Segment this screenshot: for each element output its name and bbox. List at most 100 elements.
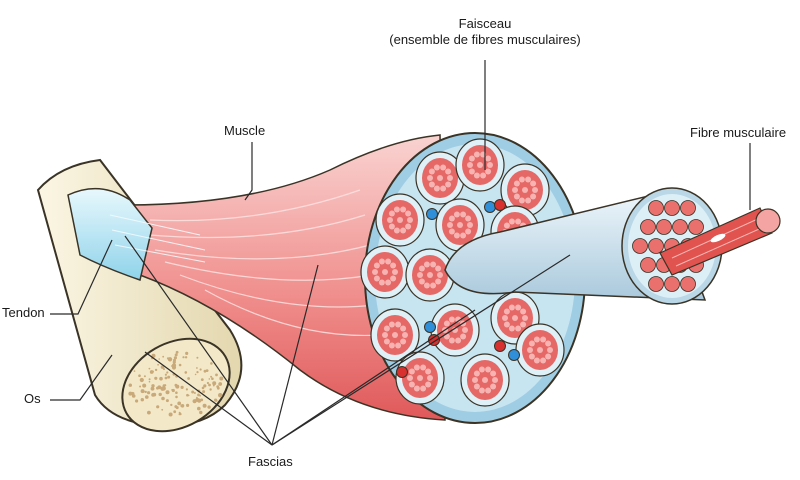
fascicle: [430, 303, 480, 357]
marrow-speck: [135, 399, 139, 403]
marrow-speck: [165, 399, 169, 403]
marrow-speck: [185, 351, 189, 355]
marrow-speck: [128, 391, 133, 396]
marrow-speck: [186, 403, 190, 407]
marrow-speck: [143, 375, 146, 378]
marrow-speck: [196, 396, 198, 399]
marrow-speck: [150, 386, 155, 391]
marrow-speck: [179, 412, 182, 416]
marrow-speck: [187, 377, 191, 380]
marrow-speck: [154, 376, 158, 380]
fascicle: [455, 138, 505, 192]
single-muscle-fibre: [659, 207, 781, 276]
marrow-speck: [193, 392, 196, 394]
fascicle: [490, 291, 540, 345]
muscle-fibre-end: [648, 200, 664, 216]
muscle-fibre-end: [656, 219, 672, 235]
marrow-speck: [197, 406, 201, 411]
muscle-fibre-end: [680, 276, 696, 292]
marrow-speck: [178, 363, 182, 367]
marrow-speck: [148, 380, 151, 383]
marrow-speck: [199, 410, 203, 415]
marrow-speck: [164, 373, 167, 376]
marrow-speck: [163, 368, 165, 371]
marrow-speck: [140, 389, 145, 394]
marrow-speck: [147, 410, 151, 415]
fascicle: [460, 353, 510, 407]
marrow-speck: [167, 375, 171, 379]
blood-vessel: [494, 199, 506, 211]
marrow-speck: [173, 410, 177, 414]
marrow-speck: [215, 373, 218, 377]
marrow-speck: [202, 390, 206, 394]
muscle-fibre-end: [672, 219, 688, 235]
label-faisceau-line2: (ensemble de fibres musculaires): [389, 32, 581, 47]
marrow-speck: [171, 363, 177, 368]
marrow-speck: [170, 365, 173, 367]
marrow-speck: [182, 356, 185, 359]
marrow-speck: [165, 390, 170, 395]
marrow-speck: [196, 367, 198, 369]
fascicle: [515, 323, 565, 377]
marrow-speck: [174, 405, 178, 409]
marrow-speck: [151, 393, 156, 397]
marrow-speck: [138, 374, 141, 378]
marrow-speck: [206, 381, 209, 385]
marrow-speck: [159, 376, 163, 381]
marrow-speck: [140, 398, 144, 402]
marrow-speck: [158, 358, 160, 360]
fascicle: [415, 151, 465, 205]
marrow-speck: [196, 371, 199, 374]
marrow-speck: [210, 362, 213, 365]
muscle-belly: [124, 134, 446, 421]
marrow-speck: [167, 357, 173, 362]
marrow-speck: [210, 375, 213, 378]
marrow-speck: [194, 373, 197, 376]
marrow-speck: [162, 355, 165, 358]
muscle-fibre-end: [680, 200, 696, 216]
muscle-fibre-end: [640, 219, 656, 235]
marrow-speck: [177, 401, 182, 406]
marrow-speck: [213, 382, 216, 385]
fascicle: [370, 308, 420, 362]
muscle-fibre-end: [664, 276, 680, 292]
marrow-speck: [208, 383, 211, 387]
muscle-fibre-end: [632, 238, 648, 254]
marrow-speck: [161, 386, 166, 391]
marrow-speck: [128, 383, 132, 387]
marrow-speck: [199, 368, 202, 371]
marrow-speck: [170, 403, 173, 407]
tendon: [67, 187, 153, 281]
marrow-speck: [152, 370, 155, 373]
marrow-speck: [173, 358, 176, 362]
marrow-speck: [175, 350, 179, 354]
marrow-speck: [157, 363, 160, 366]
marrow-speck: [175, 391, 178, 395]
muscle-fibre-end: [688, 219, 704, 235]
fascicle: [375, 193, 425, 247]
marrow-speck: [180, 385, 184, 389]
fascicle: [500, 163, 550, 217]
muscle-striations: [149, 189, 381, 337]
tendon-fibres: [109, 214, 206, 263]
label-fascias: Fascias: [248, 454, 293, 469]
marrow-speck: [211, 377, 214, 381]
muscle-fibre-end: [640, 257, 656, 273]
marrow-speck: [145, 395, 149, 399]
marrow-speck: [218, 393, 223, 398]
label-faisceau: Faisceau (ensemble de fibres musculaires…: [389, 16, 580, 48]
marrow-speck: [209, 388, 212, 391]
marrow-speck: [200, 378, 204, 381]
marrow-speck: [168, 412, 173, 417]
marrow-speck: [142, 383, 146, 387]
marrow-speck: [164, 376, 168, 380]
fascicle: [360, 245, 410, 299]
blood-vessels: [396, 199, 520, 378]
marrow-speck: [166, 371, 169, 374]
blood-vessel: [494, 340, 506, 352]
marrow-speck: [158, 392, 162, 397]
marrow-speck: [139, 377, 144, 383]
label-os: Os: [24, 391, 41, 406]
fascicle: [395, 351, 445, 405]
